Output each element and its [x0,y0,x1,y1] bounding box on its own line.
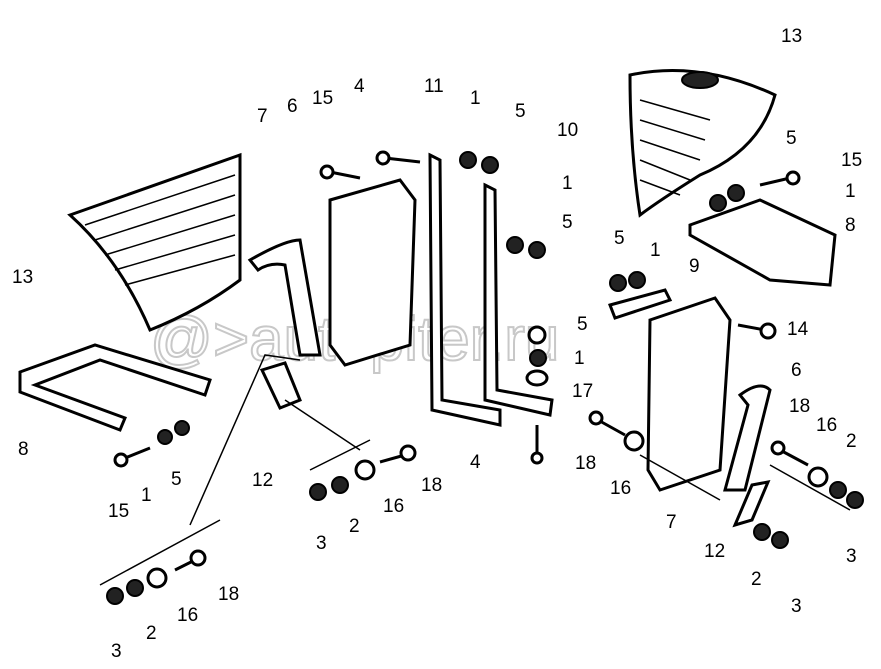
callout: 4 [354,76,365,97]
callout: 5 [515,101,526,122]
callout: 14 [787,319,809,340]
u-bracket-right [688,198,837,287]
callout: 7 [257,106,268,127]
plate-right [646,296,732,492]
mudguard-left [67,152,242,332]
callout: 18 [789,396,810,417]
plate-12-left [259,361,302,410]
callout: 3 [846,546,857,567]
callout: 2 [846,431,857,452]
callout: 5 [171,469,182,490]
callout: 1 [141,485,152,506]
callout: 2 [751,569,762,590]
mudguard-right [628,69,777,218]
callout: 8 [845,215,856,236]
callout: 5 [577,314,588,335]
callout: 18 [575,453,596,474]
callout: 13 [781,26,802,47]
callout: 2 [146,623,157,644]
bracket-11 [428,152,502,427]
clamp-left [247,238,322,357]
callout: 5 [614,228,625,249]
callout: 12 [704,541,725,562]
callout: 15 [108,501,129,522]
clamp-right [723,384,772,492]
callout: 12 [252,470,273,491]
callout: 3 [791,596,802,617]
plate-left [328,178,417,367]
callout: 5 [786,128,797,149]
callout: 1 [470,88,481,109]
callout: 5 [562,212,573,233]
callout: 9 [689,256,700,277]
u-bracket-left [18,343,212,432]
callout: 10 [557,120,578,141]
callout: 18 [218,584,239,605]
callout: 16 [610,478,631,499]
callout: 8 [18,439,29,460]
callout: 1 [562,173,573,194]
bracket-10 [483,182,554,417]
callout: 15 [312,88,333,109]
callout: 16 [816,415,837,436]
callout: 3 [111,641,122,662]
callout: 16 [177,605,198,626]
callout: 6 [791,360,802,381]
callout: 7 [666,512,677,533]
callout: 1 [574,348,585,369]
callout: 4 [470,452,481,473]
callout: 6 [287,96,298,117]
callout: 1 [845,181,856,202]
callout: 15 [841,150,862,171]
callout: 3 [316,533,327,554]
callout: 13 [12,267,33,288]
fasteners [99,150,864,605]
callout: 11 [424,76,444,97]
callout: 16 [383,496,404,517]
callout-labels: 13 13 15 4 7 6 11 1 5 10 1 5 5 1 9 5 1 1… [12,26,862,662]
callout: 18 [421,475,442,496]
strip-9 [608,288,673,320]
callout: 17 [572,381,593,402]
callout: 2 [349,516,360,537]
callout: 1 [650,240,661,261]
plate-12-right [732,480,771,528]
